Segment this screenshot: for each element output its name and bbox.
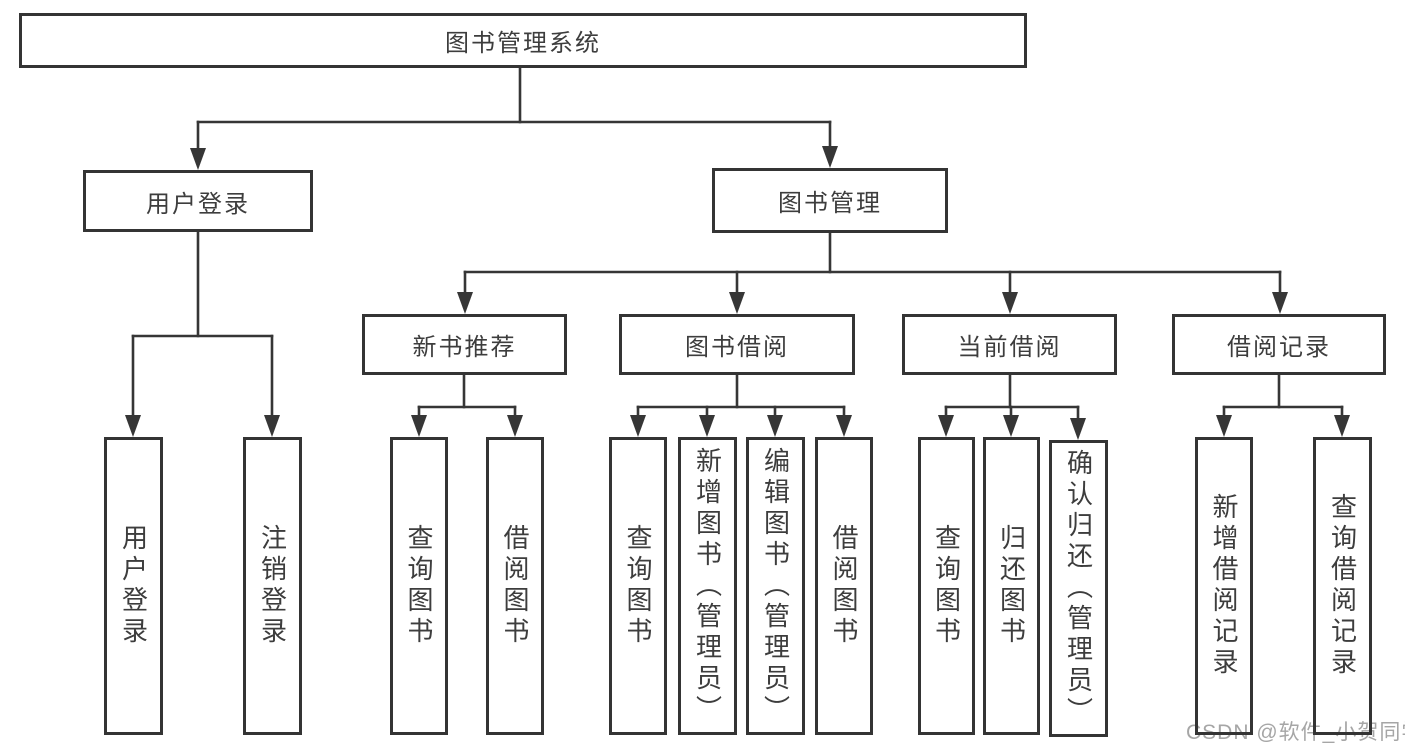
node-label: 图书管理 — [778, 190, 882, 217]
leaf-query-borrow-record: 查询借阅记录 — [1313, 437, 1372, 735]
node-book-borrow: 图书借阅 — [619, 314, 855, 375]
node-label: 注销登录 — [257, 524, 288, 648]
node-borrow-records: 借阅记录 — [1172, 314, 1386, 375]
arrowhead-icon — [729, 292, 745, 314]
node-label: 借阅图书 — [829, 524, 859, 648]
arrowhead-icon — [938, 415, 954, 437]
node-library-management-system: 图书管理系统 — [19, 13, 1027, 68]
leaf-query-books-current: 查询图书 — [918, 437, 975, 735]
arrowhead-icon — [507, 415, 523, 437]
leaf-query-books-borrow: 查询图书 — [609, 437, 667, 735]
leaf-confirm-return-admin: 确认归还（管理员） — [1049, 440, 1108, 737]
arrowhead-icon — [767, 415, 783, 437]
node-label: 查询借阅记录 — [1327, 493, 1358, 679]
leaf-borrow-books-recommend: 借阅图书 — [486, 437, 544, 735]
node-label: 编辑图书（管理员） — [760, 446, 791, 726]
node-label: 归还图书 — [996, 524, 1027, 648]
arrowhead-icon — [125, 415, 141, 437]
leaf-query-books-recommend: 查询图书 — [390, 437, 448, 735]
node-label: 新增图书（管理员） — [692, 446, 723, 726]
node-current-borrow: 当前借阅 — [902, 314, 1117, 375]
arrowhead-icon — [1002, 292, 1018, 314]
leaf-borrow-books: 借阅图书 — [815, 437, 873, 735]
leaf-add-borrow-record: 新增借阅记录 — [1195, 437, 1253, 735]
node-label: 当前借阅 — [957, 334, 1062, 361]
arrowhead-icon — [699, 415, 715, 437]
arrowhead-icon — [1003, 415, 1019, 437]
leaf-add-books-admin: 新增图书（管理员） — [678, 437, 737, 735]
arrowhead-icon — [264, 415, 280, 437]
arrowhead-icon — [1334, 415, 1350, 437]
node-label: 查询图书 — [623, 524, 653, 648]
watermark: CSDN @软件_小贺同学 — [1186, 721, 1405, 744]
arrowhead-icon — [411, 415, 427, 437]
node-label: 借阅图书 — [500, 524, 530, 648]
leaf-return-books: 归还图书 — [983, 437, 1040, 735]
node-label: 图书借阅 — [685, 334, 789, 361]
node-book-management: 图书管理 — [712, 168, 948, 233]
node-label: 确认归还（管理员） — [1063, 449, 1094, 728]
leaf-user-login: 用户登录 — [104, 437, 163, 735]
node-label: 用户登录 — [146, 190, 250, 218]
arrowhead-icon — [1070, 418, 1086, 440]
node-label: 新书推荐 — [412, 334, 517, 361]
arrowhead-icon — [1272, 292, 1288, 314]
node-label: 借阅记录 — [1227, 334, 1331, 361]
node-new-book-recommend: 新书推荐 — [362, 314, 567, 375]
arrowhead-icon — [836, 415, 852, 437]
arrowhead-icon — [457, 292, 473, 314]
node-label: 图书管理系统 — [445, 30, 601, 57]
node-label: 用户登录 — [118, 524, 149, 648]
node-label: 查询图书 — [404, 524, 434, 648]
leaf-logout: 注销登录 — [243, 437, 302, 735]
node-label: 查询图书 — [931, 524, 962, 648]
arrowhead-icon — [190, 148, 206, 170]
arrowhead-icon — [1216, 415, 1232, 437]
arrowhead-icon — [630, 415, 646, 437]
node-label: 新增借阅记录 — [1209, 493, 1239, 679]
arrowhead-icon — [822, 146, 838, 168]
leaf-edit-books-admin: 编辑图书（管理员） — [746, 437, 805, 735]
node-user-login: 用户登录 — [83, 170, 313, 232]
